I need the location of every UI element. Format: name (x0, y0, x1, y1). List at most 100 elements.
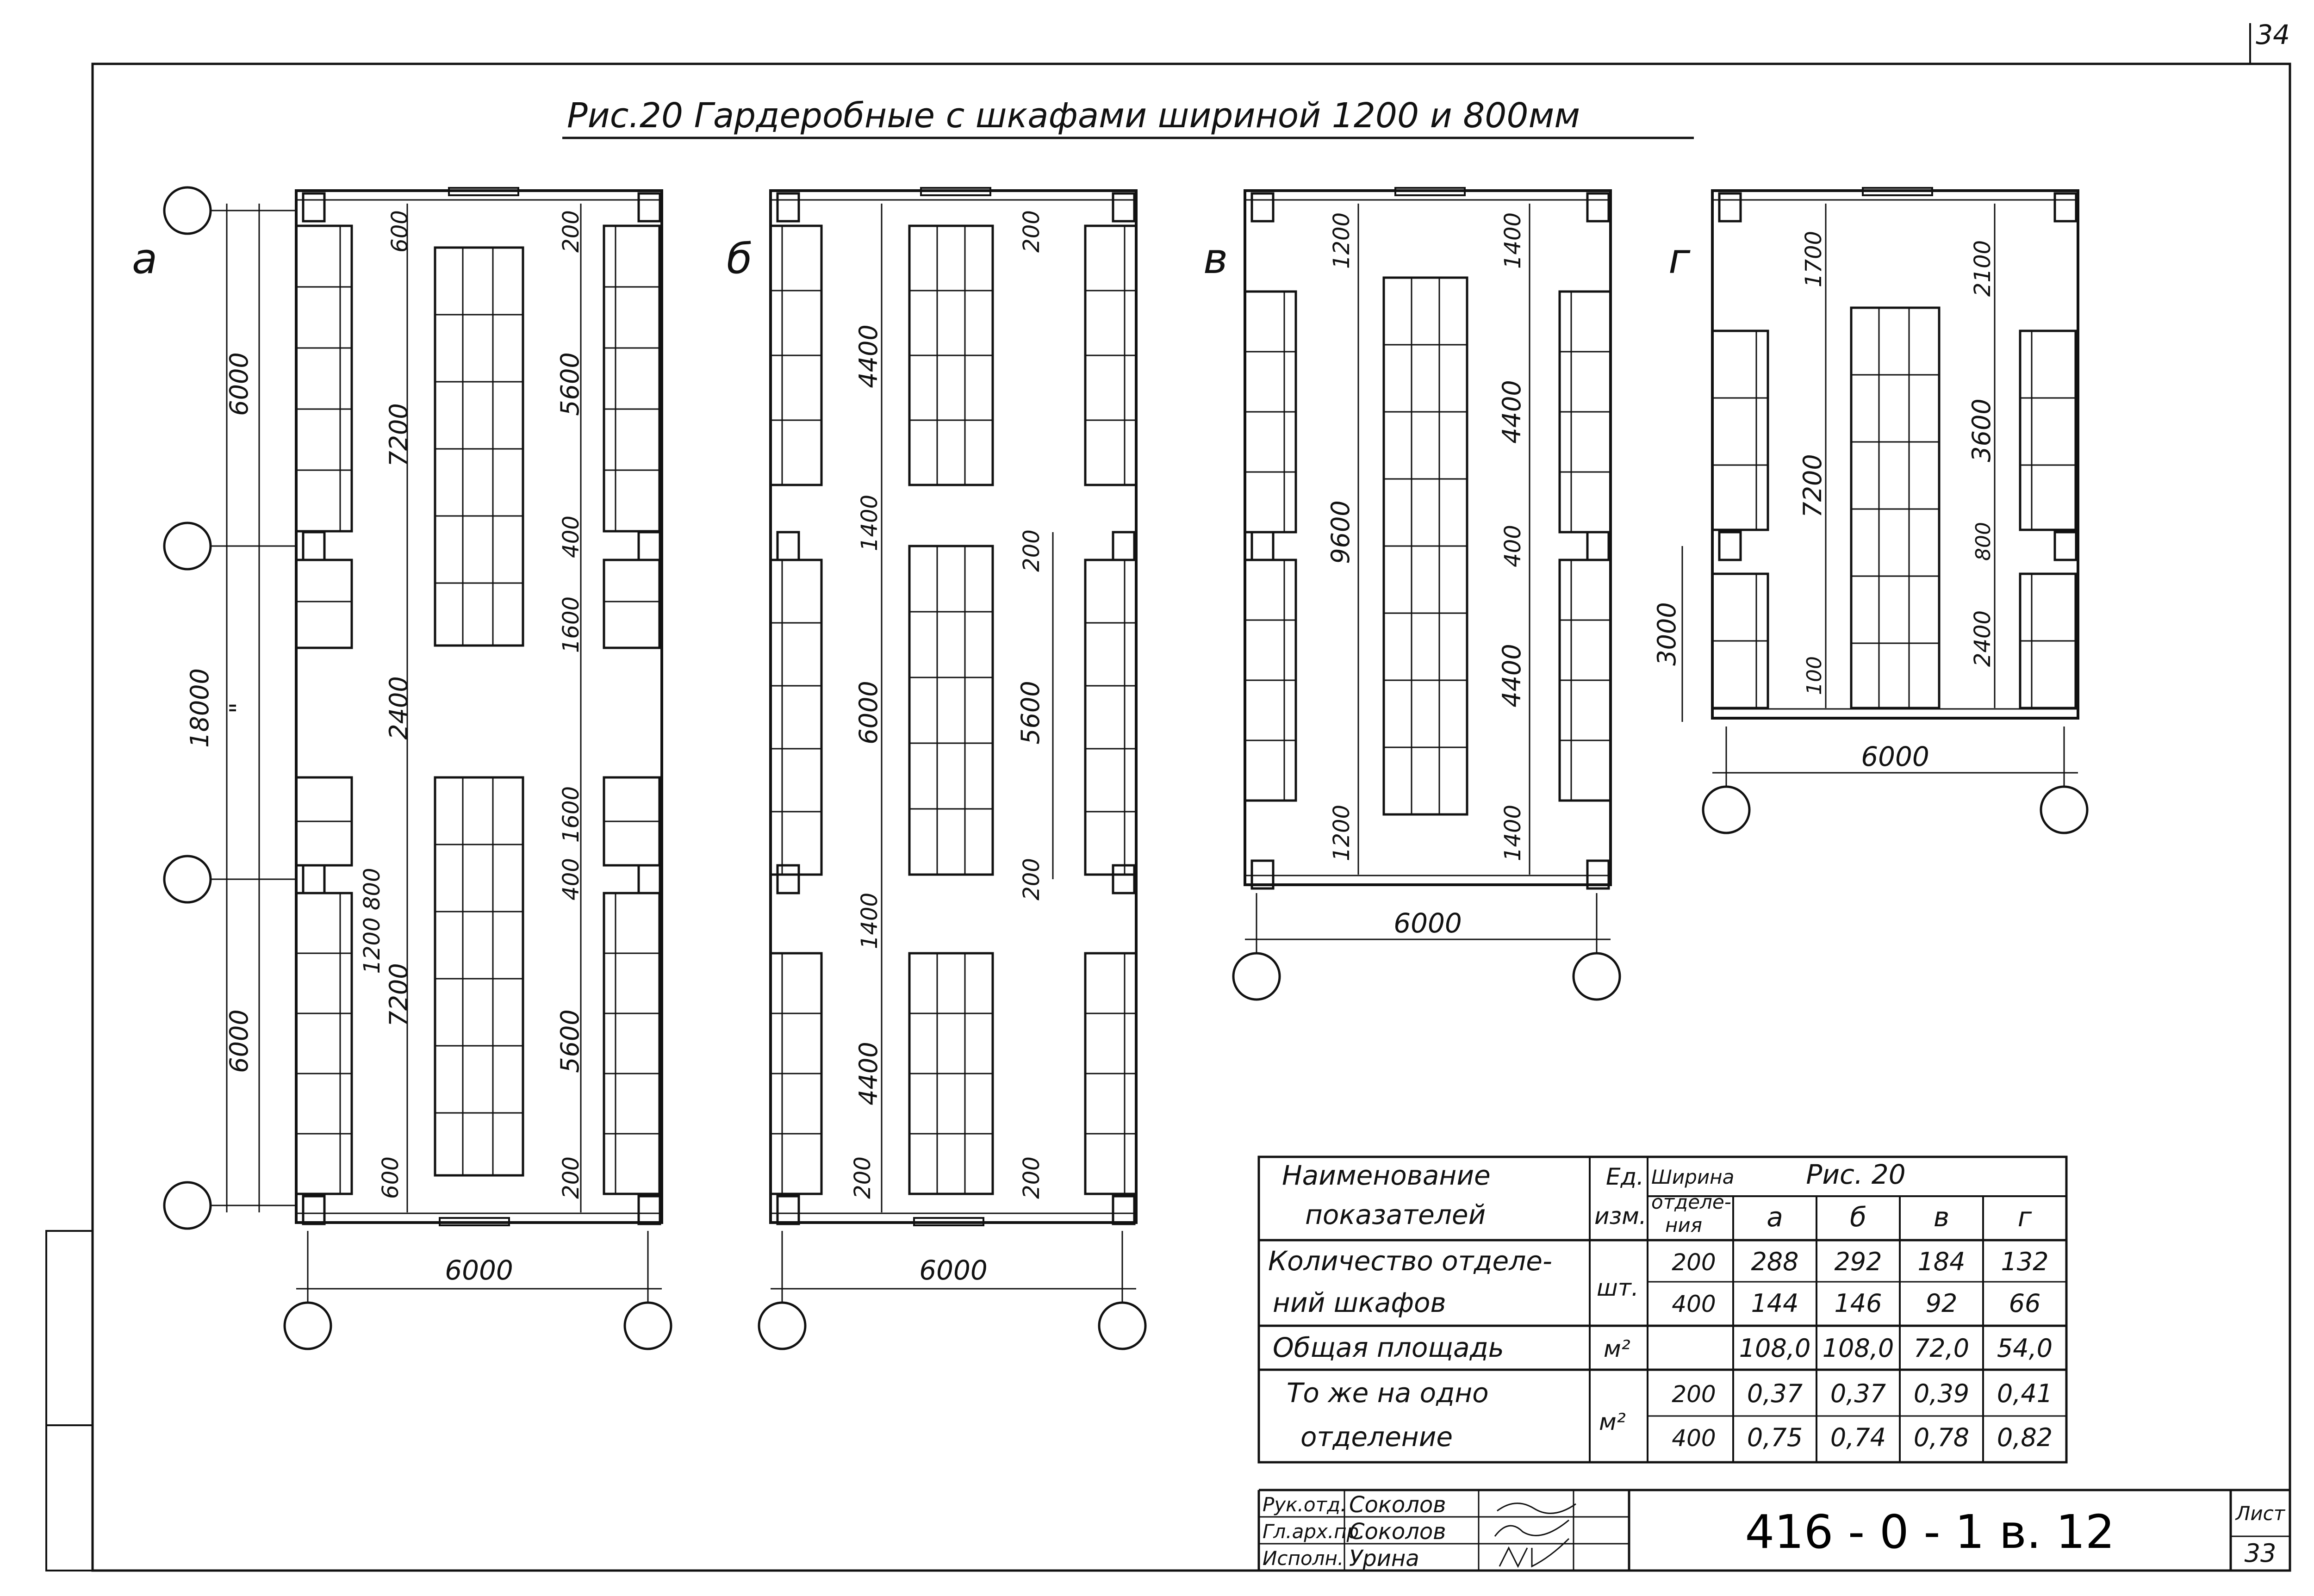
label-variants-v-dims-7: 1400 (1500, 805, 1526, 861)
label-variants-b-dims-1: 1400 (857, 495, 883, 551)
label-table-rows-1-sub-0-values-1: 108,0 (1823, 1334, 1894, 1363)
label-variants-v-dim_bottom: 6000 (1393, 907, 1462, 939)
label-table-headers-cols-0: а (1767, 1201, 1783, 1233)
variant-letter-b: б (727, 235, 753, 283)
variant-letter-g: г (1668, 235, 1691, 283)
label-table-rows-2-sub-0-width: 200 (1672, 1381, 1716, 1408)
label-variants-a-dims_left-0: 6000 (224, 352, 254, 416)
label-variants-v-dims-3: 1400 (1500, 212, 1526, 269)
label-variants-a-dims_inner_left-2: 1200 800 (359, 868, 385, 974)
indicators-table (1257, 1155, 2068, 1464)
label-variants-g-dim_bottom: 6000 (1861, 741, 1929, 772)
label-variants-g-dims-6: 800 (1972, 522, 1995, 561)
label-table-rows-0-sub-0-width: 200 (1672, 1249, 1716, 1276)
label-variants-b-dims-4: 4400 (854, 1042, 883, 1105)
title-block-text: Рук.отд. Гл.арх.пр. Исполн. Соколов Соко… (1263, 1492, 2286, 1571)
label-table-rows-0-sub-0-values-3: 132 (2001, 1247, 2048, 1276)
label-table-rows-2-sub-1-values-0: 0,75 (1747, 1423, 1803, 1452)
drawing-title: Рис.20 Гардеробные с шкафами шириной 120… (567, 96, 1580, 136)
label-variants-a-dims_inner_right-5: 400 (558, 858, 584, 900)
label-variants-a-dims_left-1: 18000 (185, 668, 214, 748)
variant-letter-a: а (132, 235, 157, 283)
label-variants-a-dims_inner_left-5: 600 (378, 1156, 404, 1199)
sheet-frame (45, 23, 2291, 1572)
label-table-headers-width-1: отделе- (1651, 1191, 1731, 1213)
label-table-rows-2-sub-0-values-3: 0,41 (1997, 1379, 2053, 1408)
label-table-rows-2-sub-1-width: 400 (1672, 1425, 1716, 1452)
label-title_block-roles-2: Исполн. (1263, 1547, 1344, 1570)
label-variants-b-dims-9: 200 (1019, 1156, 1045, 1199)
label-variants-a-dims_inner_right-7: 200 (558, 1156, 584, 1199)
label-variants-b-dims-2: 6000 (854, 681, 883, 744)
label-variants-b-dims-3: 1400 (857, 893, 883, 949)
label-variants-a-dims_left-3: 6000 (224, 1009, 254, 1073)
label-table-rows-2-name-0: То же на одно (1287, 1377, 1489, 1409)
label-table-rows-0-name-0: Количество отделе- (1268, 1245, 1552, 1277)
label-table-rows-0-sub-1-values-0: 144 (1751, 1289, 1798, 1318)
label-table-headers-fig: Рис. 20 (1806, 1159, 1905, 1190)
label-variants-v-dims-0: 1200 (1329, 212, 1355, 269)
label-table-rows-0-sub-1-values-3: 66 (2009, 1289, 2041, 1318)
label-variants-g-dims-4: 2100 (1970, 240, 1996, 297)
label-table-rows-2-sub-0-values-0: 0,37 (1747, 1379, 1803, 1408)
label-variants-a-dims_inner_right-3: 1600 (558, 596, 584, 653)
label-variants-g-dims-2: 100 (1803, 656, 1826, 695)
label-variants-v-dims-6: 4400 (1497, 644, 1526, 707)
label-table-headers-name-0: Наименование (1282, 1160, 1491, 1191)
sheet-number: 33 (2245, 1539, 2277, 1568)
label-table-rows-2-sub-1-values-2: 0,78 (1914, 1423, 1969, 1452)
label-title_block-roles-0: Рук.отд. (1263, 1493, 1346, 1516)
label-table-rows-1-sub-0-values-0: 108,0 (1739, 1334, 1811, 1363)
label-table-headers-cols-1: б (1850, 1201, 1866, 1233)
label-title_block-names-1: Соколов (1349, 1519, 1446, 1545)
label-table-rows-1-sub-0-values-3: 54,0 (1997, 1334, 2053, 1363)
label-variants-v-dims-4: 4400 (1497, 380, 1526, 443)
label-table-rows-0-sub-0-values-1: 292 (1834, 1247, 1882, 1276)
label-variants-b-dims-8: 5600 (1016, 681, 1045, 744)
label-variants-b-dim_bottom: 6000 (919, 1254, 988, 1286)
label-table-rows-0-unit: шт. (1597, 1274, 1639, 1301)
label-variants-g-dims-3: 3000 (1652, 602, 1681, 665)
label-variants-g-dims-0: 1700 (1801, 231, 1827, 287)
label-variants-a-dims_inner_right-6: 5600 (555, 1009, 585, 1073)
label-variants-g-dims-7: 2400 (1970, 610, 1996, 667)
label-table-rows-2-sub-1-values-3: 0,82 (1997, 1423, 2053, 1452)
label-table-rows-1-unit: м² (1604, 1335, 1630, 1362)
label-variants-a-dims_inner_left-3: 7200 (384, 963, 413, 1026)
variant-b-dimensions: 4400 1400 6000 1400 4400 200 200 200 560… (850, 210, 1045, 1286)
plan-variant-a: а (132, 186, 672, 1350)
title-block (1257, 1489, 2290, 1571)
label-variants-v-dims-5: 400 (1500, 525, 1526, 567)
label-table-rows-2-sub-0-values-1: 0,37 (1830, 1379, 1886, 1408)
label-variants-g-dims-5: 3600 (1967, 398, 1996, 462)
label-variants-a-dims_inner_right-0: 200 (558, 210, 584, 253)
label-variants-a-dims_inner_left-1: 2400 (384, 676, 413, 739)
label-table-headers-unit-0: Ед. (1606, 1163, 1644, 1190)
label-variants-a-dims_inner_right-2: 400 (558, 515, 584, 558)
label-table-headers-unit-1: изм. (1594, 1203, 1647, 1230)
label-variants-a-dims_inner_left-4: 600 (387, 210, 413, 253)
label-table-rows-2-unit: м² (1599, 1409, 1626, 1435)
label-table-rows-0-sub-1-values-2: 92 (1926, 1289, 1958, 1318)
label-variants-b-dims-0: 4400 (854, 324, 883, 388)
label-table-rows-0-sub-1-width: 400 (1672, 1291, 1716, 1317)
document-code: 416 - 0 - 1 в. 12 (1745, 1505, 2115, 1559)
label-variants-a-dims_left-2: " (224, 702, 254, 714)
label-table-rows-2-sub-0-values-2: 0,39 (1914, 1379, 1969, 1408)
label-table-headers-width-2: ния (1665, 1214, 1702, 1236)
label-variants-b-dims-7: 200 (1019, 858, 1045, 900)
variant-g-dimensions: 1700 7200 100 3000 2100 3600 800 2400 60… (1652, 231, 1996, 772)
plan-variant-v: в (1203, 187, 1621, 1001)
plan-variant-b: б (727, 187, 1147, 1350)
indicators-table-text: Наименование показателей Ед. изм. Ширина… (1268, 1159, 2053, 1453)
label-table-headers-width-0: Ширина (1651, 1166, 1734, 1188)
label-title_block-names-0: Соколов (1349, 1492, 1446, 1518)
label-title_block-sheet_label: Лист (2235, 1502, 2286, 1525)
label-table-rows-0-sub-0-values-0: 288 (1751, 1247, 1798, 1276)
label-variants-g-dims-1: 7200 (1798, 454, 1827, 517)
label-variants-b-dims-10: 200 (1019, 210, 1045, 253)
label-variants-a-dims_inner_right-4: 1600 (558, 786, 584, 843)
label-variants-b-dims-6: 200 (1019, 529, 1045, 572)
label-table-rows-1-sub-0-values-2: 72,0 (1914, 1334, 1969, 1363)
